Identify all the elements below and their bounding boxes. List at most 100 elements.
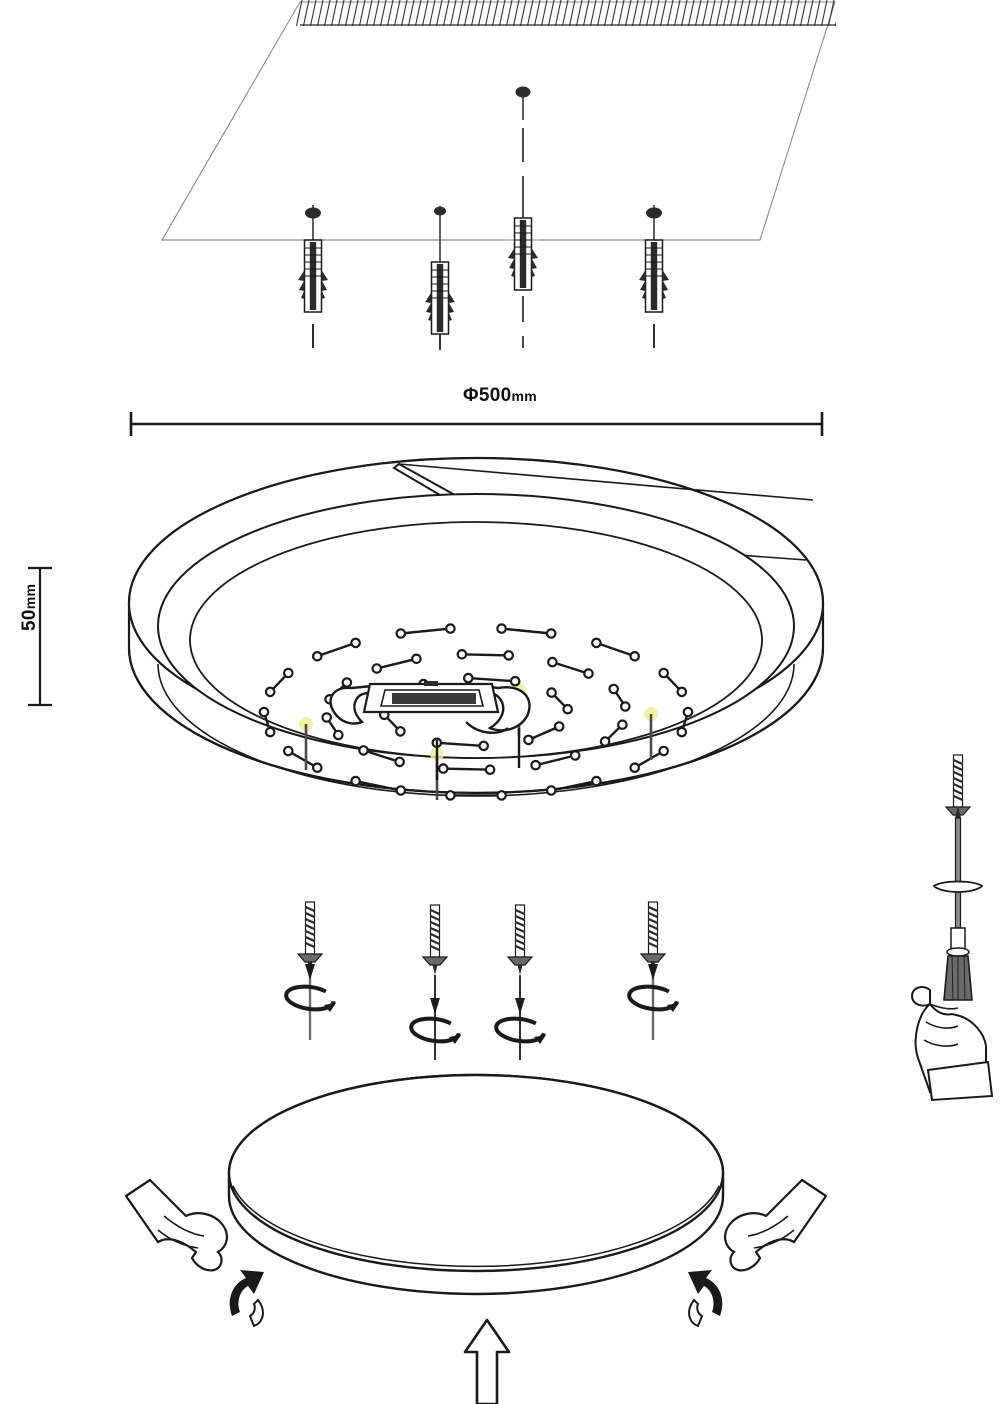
led-module xyxy=(358,745,369,756)
dimension-diameter-label: Φ500mm xyxy=(0,385,1000,407)
dimension-height xyxy=(28,566,52,707)
wall-anchor-icon xyxy=(638,205,670,348)
led-module xyxy=(617,719,628,730)
led-module xyxy=(496,623,507,634)
led-module xyxy=(608,683,619,695)
rotation-arrow-icon xyxy=(229,1270,264,1328)
led-link xyxy=(436,741,484,748)
led-module xyxy=(478,740,489,752)
led-module xyxy=(332,729,344,741)
screw-icon xyxy=(492,903,548,1060)
led-link xyxy=(552,660,589,675)
wall-anchor-icon xyxy=(297,205,329,348)
height-unit: mm xyxy=(22,583,38,610)
led-link xyxy=(528,725,560,741)
diameter-number: 500 xyxy=(478,385,512,406)
led-module xyxy=(583,668,594,679)
led-module xyxy=(411,653,422,665)
led-module xyxy=(676,686,688,698)
led-module xyxy=(619,701,631,712)
led-module xyxy=(350,637,361,649)
led-module xyxy=(591,637,602,649)
mounting-screws-group xyxy=(282,900,681,1060)
led-module xyxy=(395,726,406,737)
diameter-value: Φ xyxy=(462,385,479,406)
led-module xyxy=(658,667,669,679)
led-module xyxy=(629,650,640,662)
dimension-diameter xyxy=(129,412,824,436)
led-module xyxy=(545,785,557,796)
diameter-unit: mm xyxy=(511,388,537,404)
led-module xyxy=(445,623,456,634)
led-module xyxy=(456,648,468,660)
height-number: 50 xyxy=(19,609,40,631)
screwdriver-hand-group xyxy=(910,753,994,1102)
led-link xyxy=(634,749,665,769)
led-module xyxy=(496,790,507,801)
led-link xyxy=(461,653,509,657)
hand-icon xyxy=(124,1178,228,1272)
led-module xyxy=(264,686,276,698)
led-module xyxy=(437,763,449,774)
led-link xyxy=(400,627,451,635)
led-link xyxy=(443,767,491,771)
wall-anchor-icon xyxy=(507,86,539,348)
diffuser-cover xyxy=(227,1073,725,1296)
hand-icon xyxy=(910,986,994,1102)
led-link xyxy=(355,779,402,792)
led-module xyxy=(445,790,456,801)
led-module xyxy=(553,721,565,732)
led-module xyxy=(547,656,558,668)
led-link xyxy=(376,657,417,670)
wall-anchors-group xyxy=(297,86,670,350)
led-module xyxy=(562,703,573,715)
led-module xyxy=(569,750,581,761)
screw-icon xyxy=(625,900,681,1040)
led-module xyxy=(658,745,669,757)
led-module xyxy=(523,734,534,746)
led-link xyxy=(468,676,516,683)
led-module xyxy=(509,675,521,687)
led-board xyxy=(258,623,694,801)
led-link xyxy=(287,749,318,769)
led-module xyxy=(282,745,294,757)
led-link xyxy=(501,627,552,635)
led-module xyxy=(546,687,557,698)
led-link xyxy=(316,641,356,658)
led-module xyxy=(484,764,496,775)
led-module xyxy=(395,785,407,796)
screw-icon xyxy=(407,903,463,1060)
led-module xyxy=(676,726,688,738)
led-link xyxy=(550,779,597,792)
led-module xyxy=(462,672,474,684)
terminal-block xyxy=(329,681,531,734)
ceiling-plane xyxy=(161,0,836,241)
led-module xyxy=(599,736,611,747)
led-module xyxy=(629,762,640,773)
led-module xyxy=(371,663,383,674)
led-module xyxy=(311,650,323,662)
led-module xyxy=(395,628,407,639)
screw-icon xyxy=(282,900,338,1040)
rotation-arrow-icon xyxy=(688,1270,723,1328)
led-module xyxy=(282,667,294,679)
led-module xyxy=(311,762,323,773)
led-module xyxy=(341,677,353,688)
hand-icon xyxy=(724,1178,828,1272)
led-module xyxy=(530,759,541,771)
led-link xyxy=(363,749,400,764)
arrow-up-icon xyxy=(463,1318,511,1404)
led-module xyxy=(350,775,361,787)
led-module xyxy=(258,706,270,718)
led-module xyxy=(321,712,332,723)
led-link xyxy=(535,754,576,767)
led-module xyxy=(545,628,557,639)
wall-anchor-icon xyxy=(424,206,456,350)
led-module xyxy=(682,706,694,718)
screwdriver-icon xyxy=(932,806,984,1001)
led-module xyxy=(591,775,602,787)
dimension-height-label: 50mm xyxy=(19,584,41,631)
led-module xyxy=(394,756,405,768)
